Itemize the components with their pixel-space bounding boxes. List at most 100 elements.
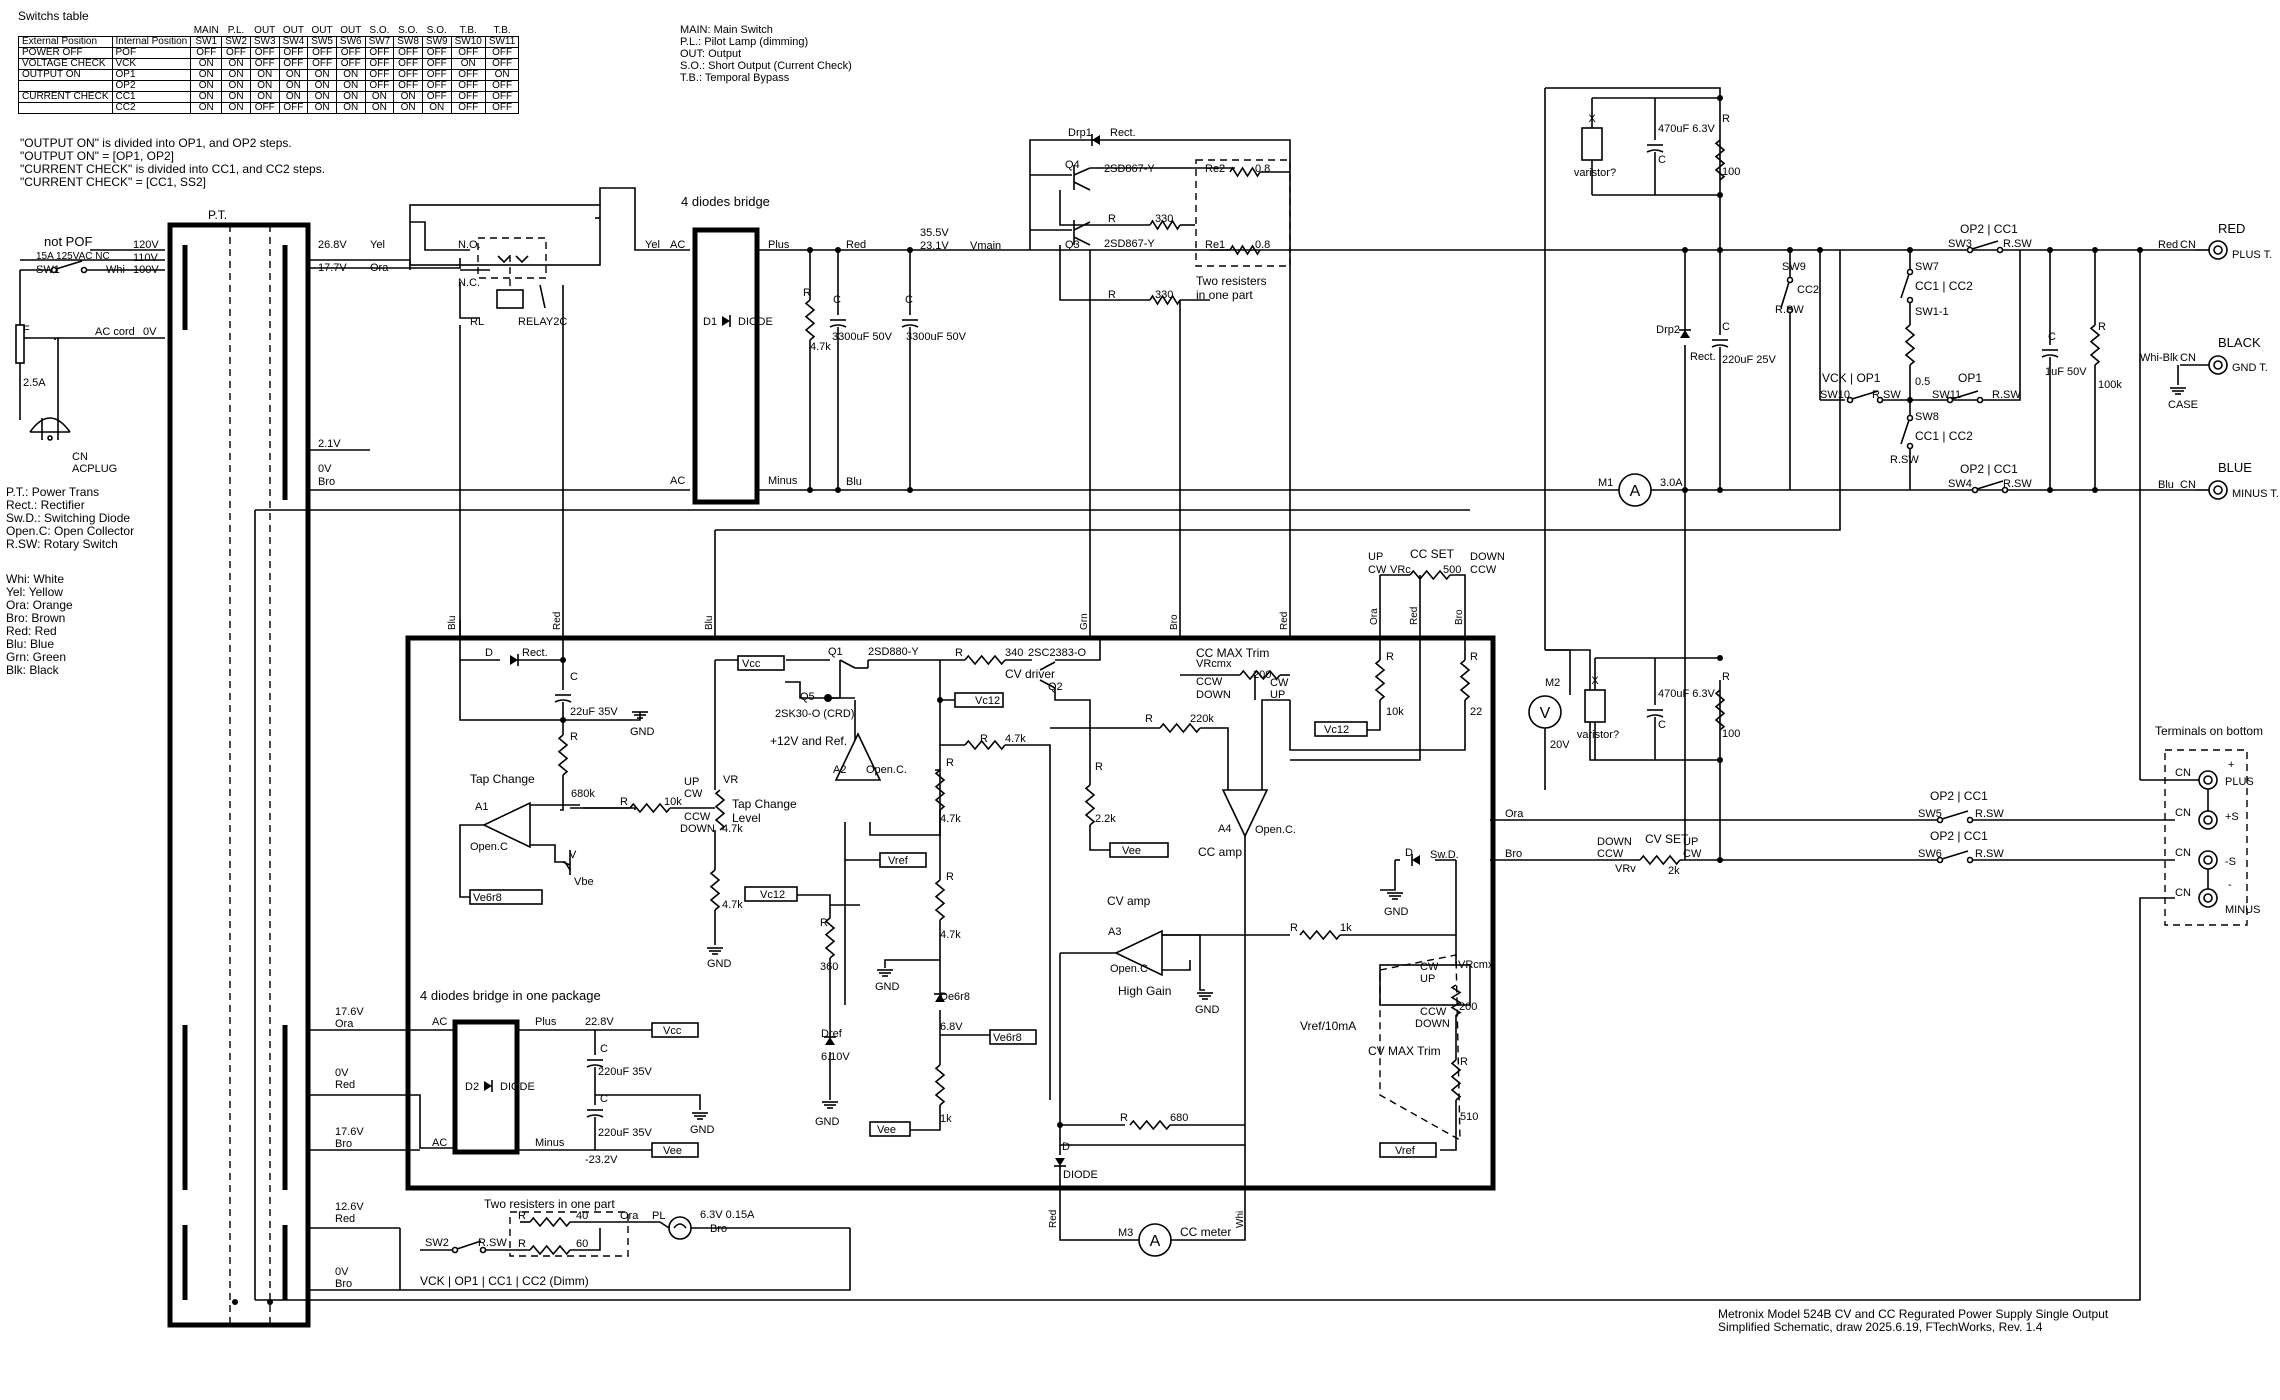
switch-contact — [1786, 306, 1794, 314]
switch-contact — [50, 266, 58, 274]
label: R — [820, 917, 828, 929]
label: Vref — [1395, 1145, 1416, 1157]
switch-blade — [1851, 390, 1879, 400]
label: R — [2098, 321, 2106, 333]
junction-dot — [560, 717, 566, 723]
label: C — [2048, 331, 2056, 343]
label: Level — [732, 811, 761, 825]
label: Minus — [768, 475, 798, 487]
label: 6.10V — [821, 1051, 850, 1063]
label: Q2 — [1048, 681, 1063, 693]
label: RL — [470, 316, 484, 328]
label: 0.5 — [1915, 376, 1930, 388]
wire — [822, 660, 841, 699]
label: Q5 — [800, 691, 815, 703]
label-box — [744, 886, 798, 902]
resistor — [557, 734, 569, 776]
diode — [1680, 330, 1690, 338]
wire — [1289, 700, 1466, 751]
label: 35.5V — [920, 227, 949, 239]
label: D — [1405, 847, 1413, 859]
junction-dot — [835, 487, 841, 493]
wire — [562, 702, 641, 721]
wire — [939, 660, 955, 701]
label: DOWN — [680, 823, 715, 835]
label: 12.6V — [335, 1201, 364, 1213]
label: 220k — [1190, 713, 1214, 725]
label: SW1 — [36, 264, 60, 276]
label: Bro — [1169, 614, 1180, 630]
label: 2.5A — [23, 377, 46, 389]
table-cell: ON — [364, 102, 395, 114]
label-box — [469, 889, 543, 905]
diode-bridge — [692, 227, 760, 505]
label: CN — [2175, 887, 2191, 899]
label: N.C. — [458, 277, 480, 289]
label: R — [980, 733, 988, 745]
table-role-cell: S.O. — [426, 25, 447, 36]
label: A2 — [833, 764, 846, 776]
wire — [659, 1221, 670, 1229]
label: R.SW — [1775, 304, 1804, 316]
transistor-icon — [824, 694, 832, 702]
text-line: R.SW: Rotary Switch — [6, 537, 118, 551]
transistor-icon — [839, 659, 856, 669]
label: Ve6r8 — [473, 892, 502, 904]
label: 6.8V — [940, 1021, 963, 1033]
junction-dot — [1717, 95, 1723, 101]
label: AC — [432, 1016, 447, 1028]
label: AC — [432, 1137, 447, 1149]
capacitor-plate — [554, 699, 572, 703]
label-box — [651, 1022, 699, 1038]
resistor — [1084, 784, 1096, 826]
label: 10k — [664, 796, 682, 808]
label: R.SW — [1992, 389, 2021, 401]
wire — [1170, 1145, 1246, 1241]
terminal-icon — [2213, 485, 2223, 495]
label: Whi — [1235, 1211, 1246, 1228]
label: Drp2 — [1656, 324, 1680, 336]
label: CN — [2175, 767, 2191, 779]
label: Red — [1409, 607, 1420, 625]
resistor — [2089, 324, 2101, 366]
transistor-icon — [1073, 221, 1091, 231]
label: CC1 | CC2 — [1915, 279, 1973, 293]
text-line: Blu: Blue — [6, 637, 55, 651]
label: GND — [630, 726, 655, 738]
resistor — [1714, 689, 1726, 731]
label: R — [1120, 1112, 1128, 1124]
label: 200 — [1253, 669, 1271, 681]
footer: Metronix Model 524B CV and CC Regurated … — [1718, 1308, 2108, 1334]
label: Rect. — [1690, 351, 1716, 363]
label: SW2 — [425, 1237, 449, 1249]
label: VRv — [1615, 863, 1636, 875]
resistor — [934, 769, 946, 811]
control-board — [405, 635, 1496, 1191]
wire — [797, 894, 831, 905]
label: N.O. — [458, 239, 481, 251]
resistor — [1159, 722, 1201, 734]
label: BLUE — [2218, 460, 2252, 475]
label: R — [1460, 1056, 1468, 1068]
junction-dot — [835, 247, 841, 253]
wire — [310, 258, 461, 269]
relay-coil — [496, 289, 524, 309]
label: GND — [815, 1116, 840, 1128]
switch-contact — [1966, 856, 1974, 864]
label: D — [485, 647, 493, 659]
wire — [530, 844, 571, 871]
label: Blu — [704, 616, 715, 630]
label: +S — [2225, 811, 2239, 823]
label: Terminals on bottom — [2155, 724, 2263, 738]
label: Two resisters in one part — [484, 1197, 615, 1211]
resistor — [934, 1064, 946, 1106]
switch-contact — [1786, 276, 1794, 284]
table-role-cell: P.L. — [227, 25, 245, 36]
table-cell: OFF — [278, 102, 309, 114]
label: 40 — [576, 1210, 588, 1222]
label: CCW — [1196, 676, 1223, 688]
label: R — [1145, 713, 1153, 725]
resistor — [1149, 219, 1181, 231]
text-line: Sw.D.: Switching Diode — [6, 511, 131, 525]
